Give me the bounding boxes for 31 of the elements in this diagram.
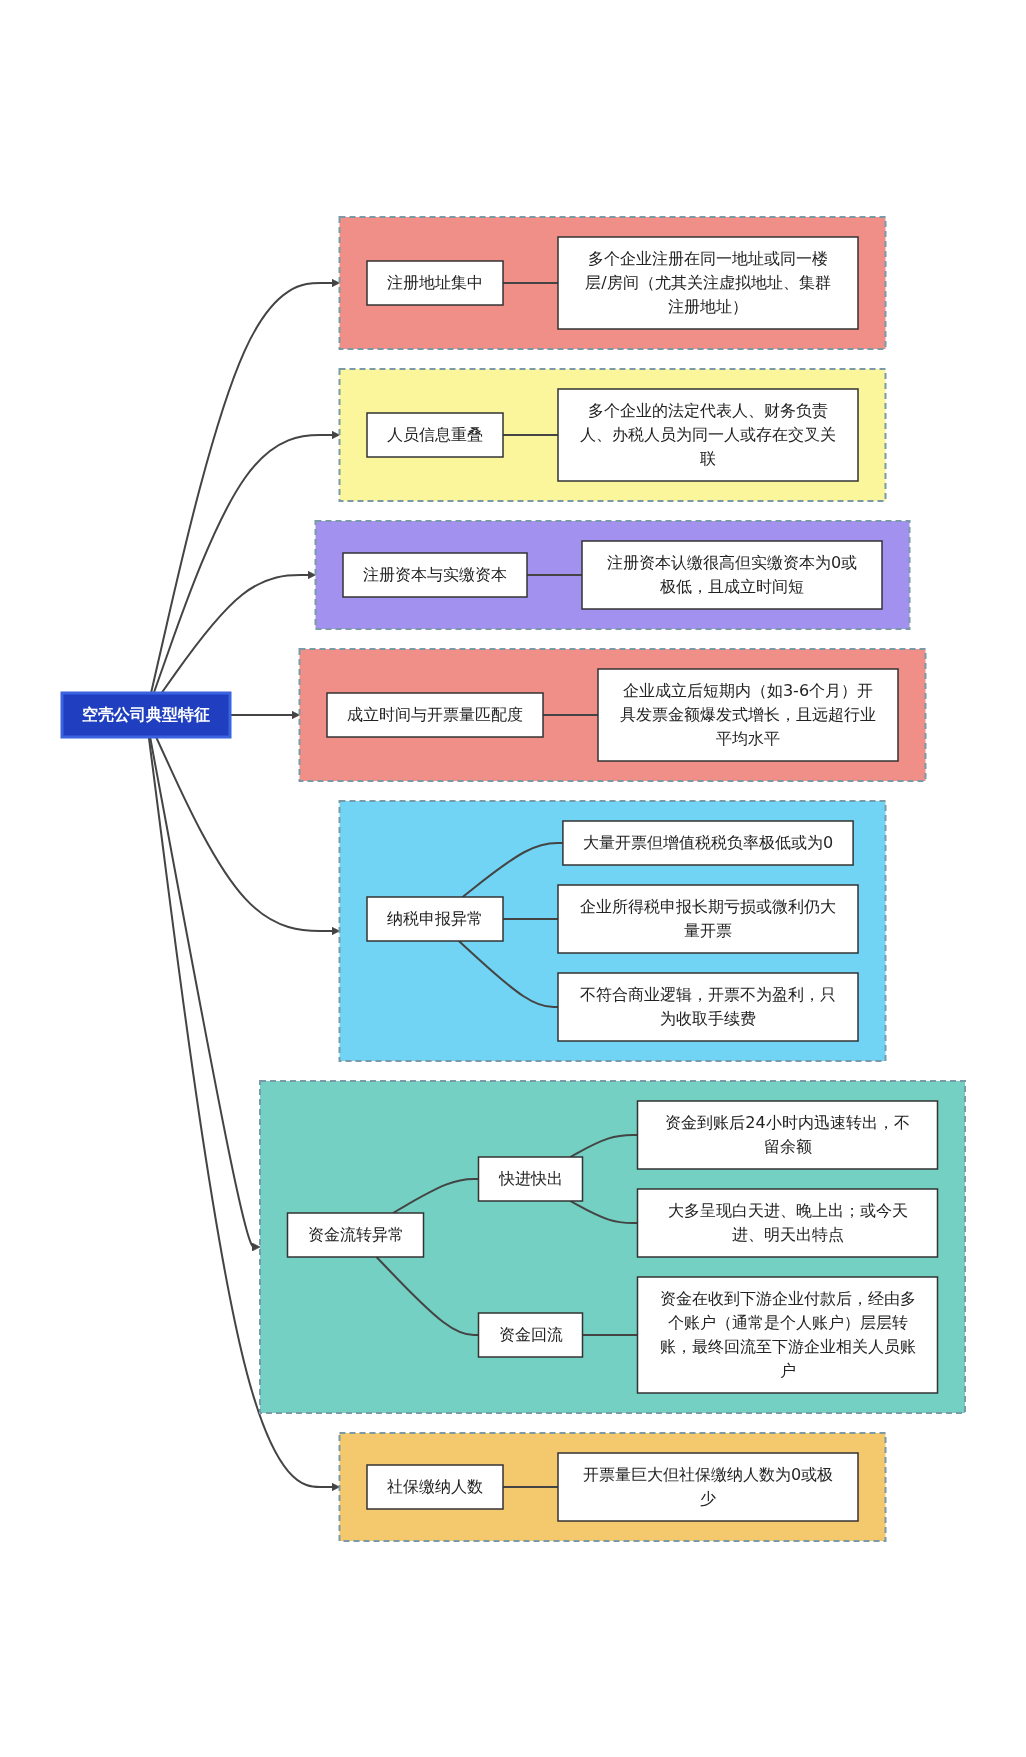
cluster — [338, 1431, 886, 1542]
connector — [375, 1255, 479, 1336]
node-box: 注册地址集中 — [365, 259, 504, 306]
node-box: 不符合商业逻辑，开票不为盈利，只为收取手续费 — [556, 971, 859, 1042]
cluster — [338, 367, 886, 502]
node-box: 多个企业的法定代表人、财务负责人、办税人员为同一人或存在交叉关联 — [556, 387, 859, 482]
node-box: 资金在收到下游企业付款后，经由多个账户（通常是个人账户）层层转账，最终回流至下游企业相关人员账户 — [636, 1275, 938, 1394]
node-box: 纳税申报异常 — [365, 895, 504, 942]
connector — [391, 1177, 479, 1214]
node-box: 资金到账后24小时内迅速转出，不留余额 — [636, 1099, 938, 1170]
cluster — [298, 647, 926, 782]
cluster — [338, 215, 886, 350]
node-box: 多个企业注册在同一地址或同一楼层/房间（尤其关注虚拟地址、集群注册地址） — [556, 235, 859, 330]
node-box: 企业成立后短期内（如3-6个月）开具发票金额爆发式增长，且远超行业平均水平 — [596, 667, 899, 762]
node-box: 人员信息重叠 — [365, 411, 504, 458]
cluster — [258, 1079, 966, 1414]
cluster — [314, 519, 910, 630]
node-box: 社保缴纳人数 — [365, 1463, 504, 1510]
connector — [568, 1199, 638, 1224]
node-box: 资金回流 — [477, 1311, 583, 1358]
node-box: 快进快出 — [477, 1155, 583, 1202]
node-box: 注册资本认缴很高但实缴资本为0或极低，且成立时间短 — [580, 539, 883, 610]
node-box: 资金流转异常 — [286, 1211, 424, 1258]
node-box: 空壳公司典型特征 — [60, 691, 231, 738]
cluster — [338, 799, 886, 1062]
node-box: 大量开票但增值税税负率极低或为0 — [561, 819, 854, 866]
node-box: 注册资本与实缴资本 — [341, 551, 528, 598]
node-box: 成立时间与开票量匹配度 — [325, 691, 544, 738]
node-box: 大多呈现白天进、晚上出；或今天进、明天出特点 — [636, 1187, 938, 1258]
node-box: 开票量巨大但社保缴纳人数为0或极少 — [556, 1451, 859, 1522]
node-box: 企业所得税申报长期亏损或微利仍大量开票 — [556, 883, 859, 954]
